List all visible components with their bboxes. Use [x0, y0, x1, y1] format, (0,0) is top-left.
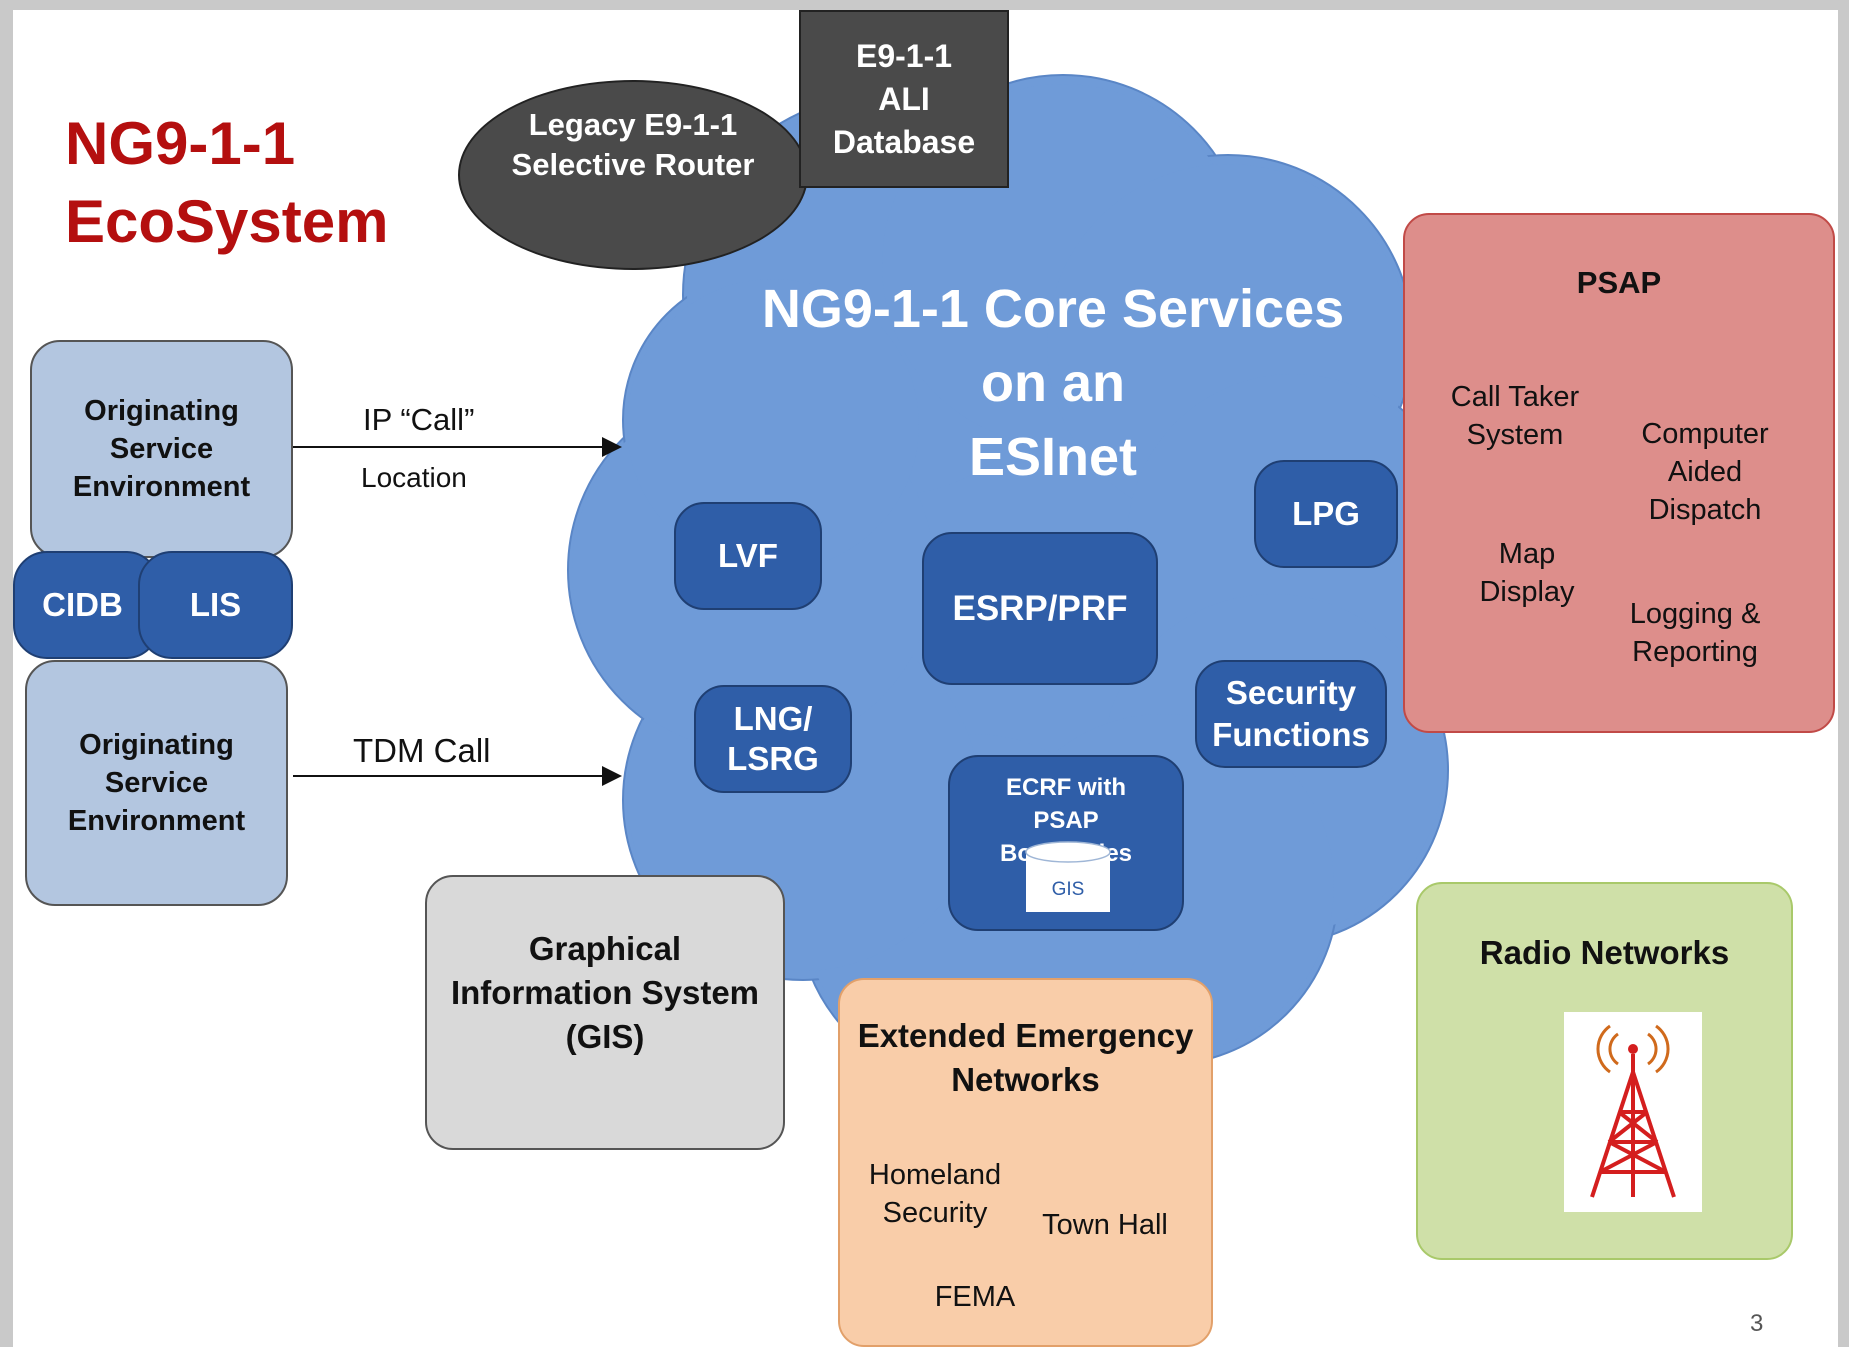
radio-tower-icon [1590, 1024, 1676, 1198]
core-services-title: NG9-1-1 Core Services on an ESInet [673, 272, 1433, 494]
gis-system-label: Graphical Information System (GIS) [450, 929, 760, 1055]
psap-box: PSAP Call Taker System Computer Aided Di… [1403, 213, 1835, 733]
psap-title: PSAP [1576, 265, 1662, 300]
extended-networks-box: Extended Emergency Networks Homeland Sec… [838, 978, 1213, 1347]
ip-call-label: IP “Call” [363, 402, 475, 437]
lvf-label: LVF [718, 537, 778, 574]
lng-label: LNG/ LSRG [727, 700, 819, 777]
gis-system-box: Graphical Information System (GIS) [425, 875, 785, 1150]
page-number: 3 [1750, 1310, 1764, 1337]
esrp-prf-box: ESRP/PRF [922, 532, 1158, 685]
psap-cad: Computer Aided Dispatch [1641, 418, 1769, 526]
ali-line-2: ALI [878, 80, 930, 117]
originating-service-top: Originating Service Environment [30, 340, 293, 558]
ali-line-1: E9-1-1 [855, 37, 953, 74]
location-label: Location [361, 462, 467, 493]
legacy-selective-router: Legacy E9-1-1 Selective Router [458, 80, 808, 270]
cidb-label: CIDB [42, 586, 123, 623]
core-line-1: NG9-1-1 Core Services [761, 279, 1345, 339]
lis-label: LIS [189, 586, 242, 623]
tdm-call-label: TDM Call [353, 732, 491, 769]
radio-title: Radio Networks [1479, 934, 1730, 971]
ali-line-3: Database [832, 123, 976, 160]
legacy-router-label: Legacy E9-1-1 Selective Router [511, 107, 755, 182]
esrp-label: ESRP/PRF [952, 588, 1128, 628]
gis-db-label: GIS [1052, 879, 1085, 900]
lpg-box: LPG [1254, 460, 1398, 568]
security-functions-box: Security Functions [1195, 660, 1387, 768]
radio-networks-box: Radio Networks [1416, 882, 1793, 1260]
originating-top-label: Originating Service Environment [72, 395, 251, 503]
gis-database-icon: GIS [1025, 841, 1111, 912]
extended-homeland: Homeland Security [868, 1159, 1002, 1229]
slide: NG9-1-1 EcoSystem Legacy E9-1-1 Selectiv… [13, 10, 1838, 1347]
psap-call-taker: Call Taker System [1450, 381, 1580, 451]
extended-fema: FEMA [934, 1281, 1016, 1313]
originating-service-bottom: Originating Service Environment [25, 660, 288, 906]
lng-lsrg-box: LNG/ LSRG [694, 685, 852, 793]
psap-logging: Logging & Reporting [1629, 598, 1761, 668]
extended-townhall: Town Hall [1042, 1209, 1168, 1241]
title-line-2: EcoSystem [65, 188, 389, 255]
core-line-2: on an [981, 353, 1125, 413]
ali-database: E9-1-1 ALI Database [799, 10, 1009, 188]
lis-box: LIS [138, 551, 293, 659]
lvf-box: LVF [674, 502, 822, 610]
core-line-3: ESInet [968, 427, 1138, 487]
extended-title: Extended Emergency Networks [857, 1017, 1194, 1098]
radio-tower-frame [1564, 1012, 1702, 1212]
cidb-box: CIDB [13, 551, 160, 659]
page-title: NG9-1-1 EcoSystem [65, 105, 389, 261]
security-label: Security Functions [1212, 674, 1370, 753]
title-line-1: NG9-1-1 [65, 110, 296, 177]
originating-bottom-label: Originating Service Environment [67, 729, 246, 837]
psap-map-display: Map Display [1479, 538, 1575, 608]
lpg-label: LPG [1292, 495, 1360, 532]
